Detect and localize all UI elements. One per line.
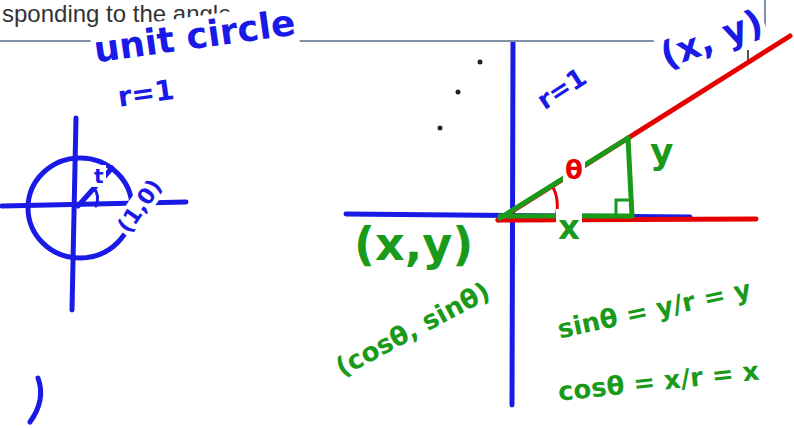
formula-note: cosθ = x/r = x xyxy=(555,356,763,406)
radius-note: r=1 xyxy=(114,74,178,113)
angle-label: t xyxy=(92,165,106,187)
side-label: y xyxy=(648,132,675,172)
angle-label: θ xyxy=(563,156,585,185)
right-triangle xyxy=(500,138,632,218)
formula-note: sinθ = y/r = y xyxy=(553,274,755,344)
stray-stroke xyxy=(30,378,41,422)
point-label: (1,0) xyxy=(112,173,168,239)
radius-note: r=1 xyxy=(530,61,593,116)
point-label: (x,y) xyxy=(352,219,475,270)
angle-rays xyxy=(498,36,790,220)
coordinate-note: (cosθ, sinθ) xyxy=(329,276,496,383)
unit-circle-sketch xyxy=(2,118,186,310)
side-label: x xyxy=(556,209,582,246)
